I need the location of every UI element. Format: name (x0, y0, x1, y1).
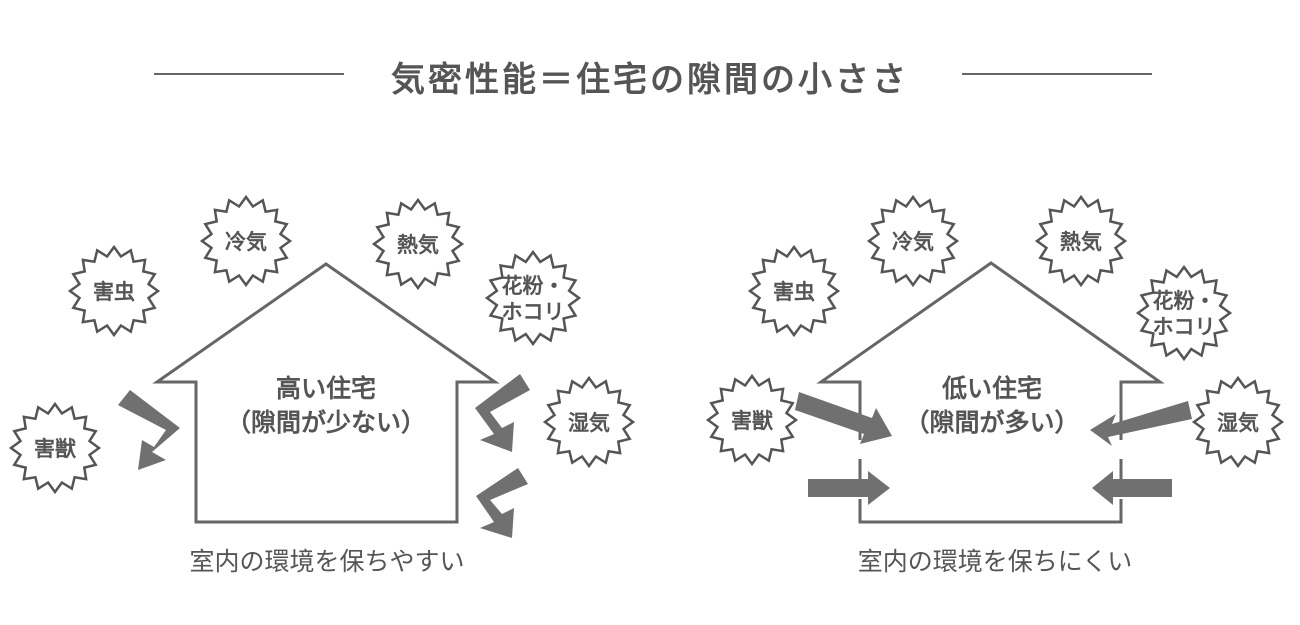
deflected-arrow-humidity-lower (476, 468, 528, 538)
arrow-cold-air-low-in (808, 471, 890, 505)
caption-right: 室内の環境を保ちにくい (857, 547, 1133, 576)
house-right-outline (816, 261, 1165, 524)
burst-left-1: 冷気 (199, 194, 293, 288)
burst-right-0: 害虫 (747, 244, 841, 338)
burst-shape (484, 249, 582, 347)
title-rule-right (962, 73, 1152, 75)
burst-shape (866, 194, 960, 288)
burst-label: 花粉・ (502, 274, 565, 298)
burst-right-1: 冷気 (866, 194, 960, 288)
house-left-outline (152, 262, 500, 524)
house-right-label: 低い住宅 （隙間が多い） (832, 372, 1152, 440)
burst-label: 花粉・ (1153, 289, 1216, 313)
deflected-arrow-pest-animal (118, 390, 180, 470)
burst-right-2: 熱気 (1034, 194, 1128, 288)
arrow-humidity-low-in (1092, 471, 1172, 505)
burst-shape (747, 244, 841, 338)
burst-shape (371, 197, 465, 291)
burst-left-3: 花粉・ホコリ (484, 249, 582, 347)
title-area: 気密性能＝住宅の隙間の小ささ (0, 44, 1300, 104)
burst-label: 湿気 (568, 411, 610, 435)
title-rule-left (154, 73, 344, 75)
burst-shape (1191, 375, 1285, 469)
burst-shape (67, 244, 161, 338)
burst-left-0: 害虫 (67, 244, 161, 338)
burst-label: 熱気 (1060, 230, 1102, 254)
burst-right-5: 湿気 (1191, 375, 1285, 469)
burst-label: 冷気 (225, 230, 267, 254)
burst-right-4: 害獣 (705, 373, 799, 467)
burst-label: 害虫 (773, 280, 815, 304)
burst-shape (8, 401, 102, 495)
burst-label: 害獣 (34, 437, 77, 461)
burst-left-4: 害獣 (8, 401, 102, 495)
burst-left-5: 湿気 (542, 375, 636, 469)
arrow-humidity-in (1090, 401, 1192, 446)
burst-label: 害虫 (93, 280, 135, 304)
burst-label: 害獣 (731, 409, 774, 433)
house-left-label: 高い住宅 （隙間が少ない） (166, 372, 486, 440)
burst-shape (705, 373, 799, 467)
deflected-arrows-left (118, 374, 530, 538)
house-left-subtitle: （隙間が少ない） (225, 408, 426, 437)
penetrating-arrows-right (795, 392, 1192, 505)
burst-shape (542, 375, 636, 469)
diagram-title: 気密性能＝住宅の隙間の小ささ (391, 60, 909, 100)
caption-left: 室内の環境を保ちやすい (189, 547, 465, 576)
arrow-pest-animal-in (795, 392, 892, 444)
burst-left-2: 熱気 (371, 197, 465, 291)
burst-label: ホコリ (1153, 315, 1216, 339)
burst-label: 熱気 (397, 233, 439, 257)
burst-shape (1034, 194, 1128, 288)
burst-right-3: 花粉・ホコリ (1135, 264, 1233, 362)
burst-label: 湿気 (1217, 411, 1259, 435)
burst-shape (1135, 264, 1233, 362)
house-left-title: 高い住宅 (275, 374, 376, 403)
burst-label: 冷気 (892, 230, 934, 254)
deflected-arrow-humidity-upper (475, 374, 530, 452)
burst-label: ホコリ (502, 300, 565, 324)
house-right-title: 低い住宅 (941, 374, 1042, 403)
house-right-subtitle: （隙間が多い） (904, 408, 1080, 437)
burst-shape (199, 194, 293, 288)
